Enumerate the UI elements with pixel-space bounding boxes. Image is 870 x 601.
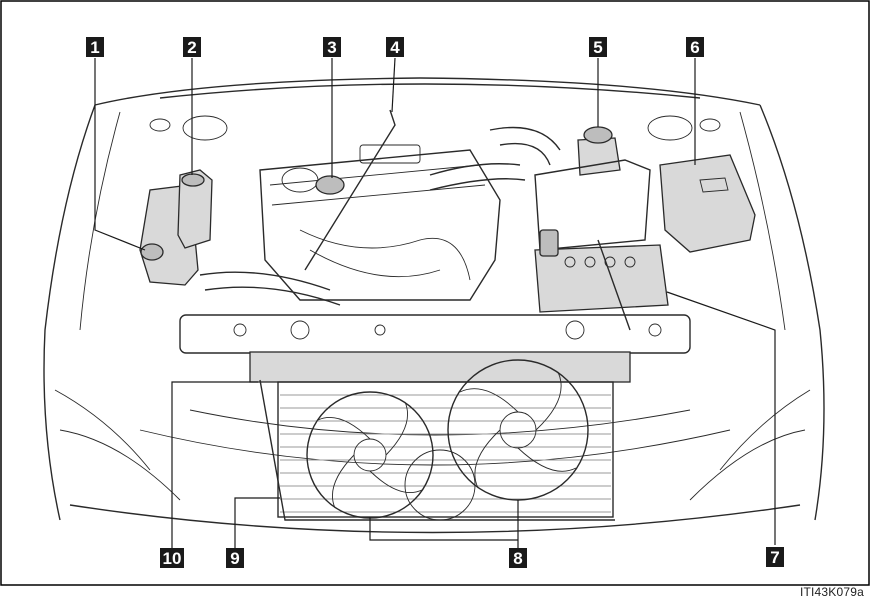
callout-7-label: 7: [770, 548, 779, 567]
fuse-box: [659, 154, 756, 253]
callout-4-label: 4: [390, 38, 400, 57]
callout-10: 10: [160, 548, 184, 568]
callout-1: 1: [86, 37, 104, 57]
engine-block-illustration: [199, 126, 561, 306]
callout-8: 8: [509, 548, 527, 568]
brake-fluid-reservoir: [577, 126, 621, 176]
callout-leader-lines: [94, 57, 776, 548]
callout-5: 5: [589, 37, 607, 57]
callout-10-label: 10: [163, 549, 182, 568]
callout-9: 9: [226, 548, 244, 568]
callout-3-label: 3: [327, 38, 336, 57]
callout-6: 6: [686, 37, 704, 57]
figure-border: [0, 0, 870, 586]
oil-filler-cap: [315, 175, 345, 195]
engine-oil-dipstick: [304, 109, 396, 271]
air-cleaner-housing: [534, 159, 651, 251]
condenser: [259, 379, 615, 521]
figure-reference-code: ITI43K079a: [799, 585, 864, 599]
coolant-reservoir: [177, 169, 213, 249]
callout-2: 2: [183, 37, 201, 57]
callout-7: 7: [766, 547, 784, 567]
car-body-illustration: [43, 77, 825, 534]
callout-3: 3: [323, 37, 341, 57]
electric-cooling-fans: [306, 359, 589, 521]
callout-6-label: 6: [690, 38, 699, 57]
callout-2-label: 2: [187, 38, 196, 57]
callout-1-label: 1: [90, 38, 99, 57]
battery: [534, 229, 669, 331]
callout-8-label: 8: [513, 549, 522, 568]
callout-9-label: 9: [230, 549, 239, 568]
callout-4: 4: [386, 37, 404, 57]
radiator: [249, 351, 631, 518]
callout-5-label: 5: [593, 38, 602, 57]
